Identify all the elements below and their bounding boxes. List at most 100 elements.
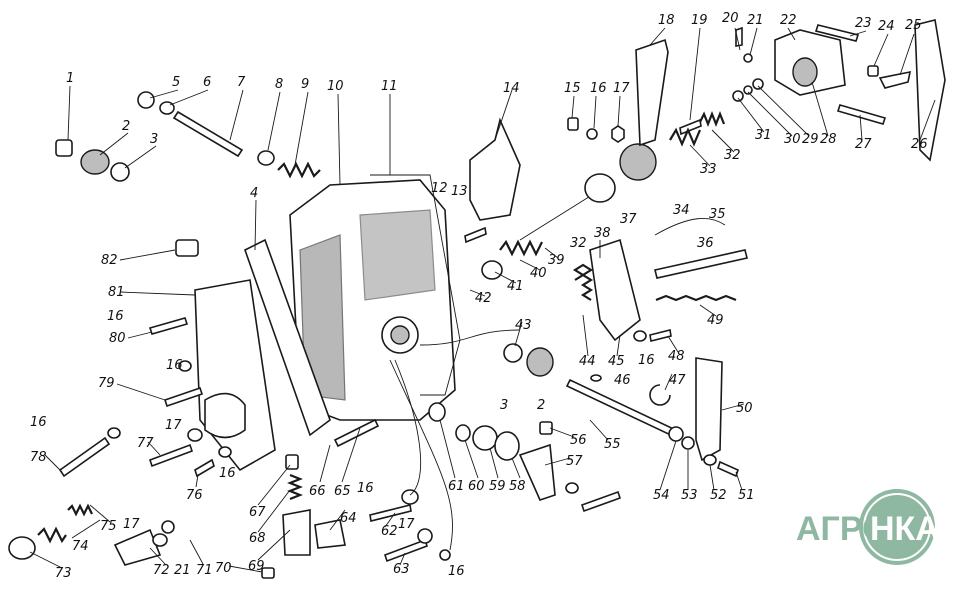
- label-69: 69: [248, 559, 265, 574]
- label-57: 57: [566, 454, 583, 469]
- label-76: 76: [186, 488, 203, 503]
- label-47: 47: [669, 373, 686, 388]
- label-68: 68: [249, 531, 266, 546]
- label-22: 22: [780, 13, 797, 28]
- label-28: 28: [820, 132, 837, 147]
- agronka-logo: АГРО НКА: [796, 489, 940, 565]
- label-27: 27: [855, 137, 872, 152]
- label-40: 40: [530, 266, 547, 281]
- logo-text-right: НКА: [870, 510, 940, 548]
- label-70: 70: [215, 561, 232, 576]
- label-35: 35: [709, 207, 726, 222]
- label-72: 72: [153, 563, 170, 578]
- label-16: 16: [30, 415, 47, 430]
- label-17: 17: [165, 418, 182, 433]
- label-62: 62: [381, 524, 398, 539]
- label-77: 77: [137, 436, 154, 451]
- label-9: 9: [301, 77, 309, 92]
- label-82: 82: [101, 253, 118, 268]
- label-67: 67: [249, 505, 266, 520]
- label-16: 16: [166, 358, 183, 373]
- label-13: 13: [451, 184, 468, 199]
- label-5: 5: [172, 75, 180, 90]
- label-56: 56: [570, 433, 587, 448]
- label-21: 21: [174, 563, 191, 578]
- label-3: 3: [500, 398, 508, 413]
- label-23: 23: [855, 16, 872, 31]
- label-12: 12: [431, 181, 448, 196]
- label-32: 32: [724, 148, 741, 163]
- label-53: 53: [681, 488, 698, 503]
- label-34: 34: [673, 203, 690, 218]
- label-21: 21: [747, 13, 764, 28]
- label-37: 37: [620, 212, 637, 227]
- label-16: 16: [638, 353, 655, 368]
- label-61: 61: [448, 479, 465, 494]
- label-80: 80: [109, 331, 126, 346]
- label-44: 44: [579, 354, 596, 369]
- label-30: 30: [784, 132, 801, 147]
- label-63: 63: [393, 562, 410, 577]
- label-31: 31: [755, 128, 772, 143]
- label-19: 19: [691, 13, 708, 28]
- upper-middle-parts: [464, 19, 946, 342]
- label-16: 16: [448, 564, 465, 579]
- label-16: 16: [219, 466, 236, 481]
- label-17: 17: [123, 517, 140, 532]
- leader-lines: [29, 27, 936, 573]
- label-32: 32: [570, 236, 587, 251]
- label-16: 16: [590, 81, 607, 96]
- lower-center-parts: [261, 329, 521, 579]
- label-6: 6: [203, 75, 211, 90]
- label-52: 52: [710, 488, 727, 503]
- label-1: 1: [66, 71, 74, 86]
- label-8: 8: [275, 77, 283, 92]
- label-25: 25: [905, 18, 922, 33]
- label-55: 55: [604, 437, 621, 452]
- cover-81: [194, 279, 276, 472]
- label-24: 24: [878, 19, 895, 34]
- label-45: 45: [608, 354, 625, 369]
- logo-text-left: АГРО: [796, 510, 889, 548]
- label-7: 7: [237, 75, 246, 90]
- label-11: 11: [381, 79, 398, 94]
- label-4: 4: [250, 186, 258, 201]
- part-labels: 1 2 3 4 5 6 7 8 9 10 11 12 13 14 15 16 1…: [30, 11, 928, 581]
- label-3: 3: [150, 132, 158, 147]
- left-small-parts: [8, 91, 321, 566]
- label-18: 18: [658, 13, 675, 28]
- label-51: 51: [738, 488, 755, 503]
- label-49: 49: [707, 313, 724, 328]
- label-58: 58: [509, 479, 526, 494]
- label-71: 71: [196, 563, 213, 578]
- label-2: 2: [537, 398, 545, 413]
- label-81: 81: [108, 285, 125, 300]
- label-64: 64: [340, 511, 357, 526]
- label-78: 78: [30, 450, 47, 465]
- label-16: 16: [357, 481, 374, 496]
- label-54: 54: [653, 488, 670, 503]
- center-right-parts: [428, 329, 739, 513]
- label-41: 41: [507, 279, 524, 294]
- label-79: 79: [98, 376, 115, 391]
- label-43: 43: [515, 318, 532, 333]
- label-74: 74: [72, 539, 89, 554]
- label-73: 73: [55, 566, 72, 581]
- label-42: 42: [475, 291, 492, 306]
- label-29: 29: [802, 132, 819, 147]
- label-59: 59: [489, 479, 506, 494]
- label-10: 10: [327, 79, 344, 94]
- label-2: 2: [122, 119, 130, 134]
- label-17: 17: [398, 517, 415, 532]
- label-16: 16: [107, 309, 124, 324]
- label-39: 39: [548, 253, 565, 268]
- label-50: 50: [736, 401, 753, 416]
- label-14: 14: [503, 81, 520, 96]
- label-26: 26: [911, 137, 928, 152]
- label-65: 65: [334, 484, 351, 499]
- label-66: 66: [309, 484, 326, 499]
- label-17: 17: [613, 81, 630, 96]
- label-36: 36: [697, 236, 714, 251]
